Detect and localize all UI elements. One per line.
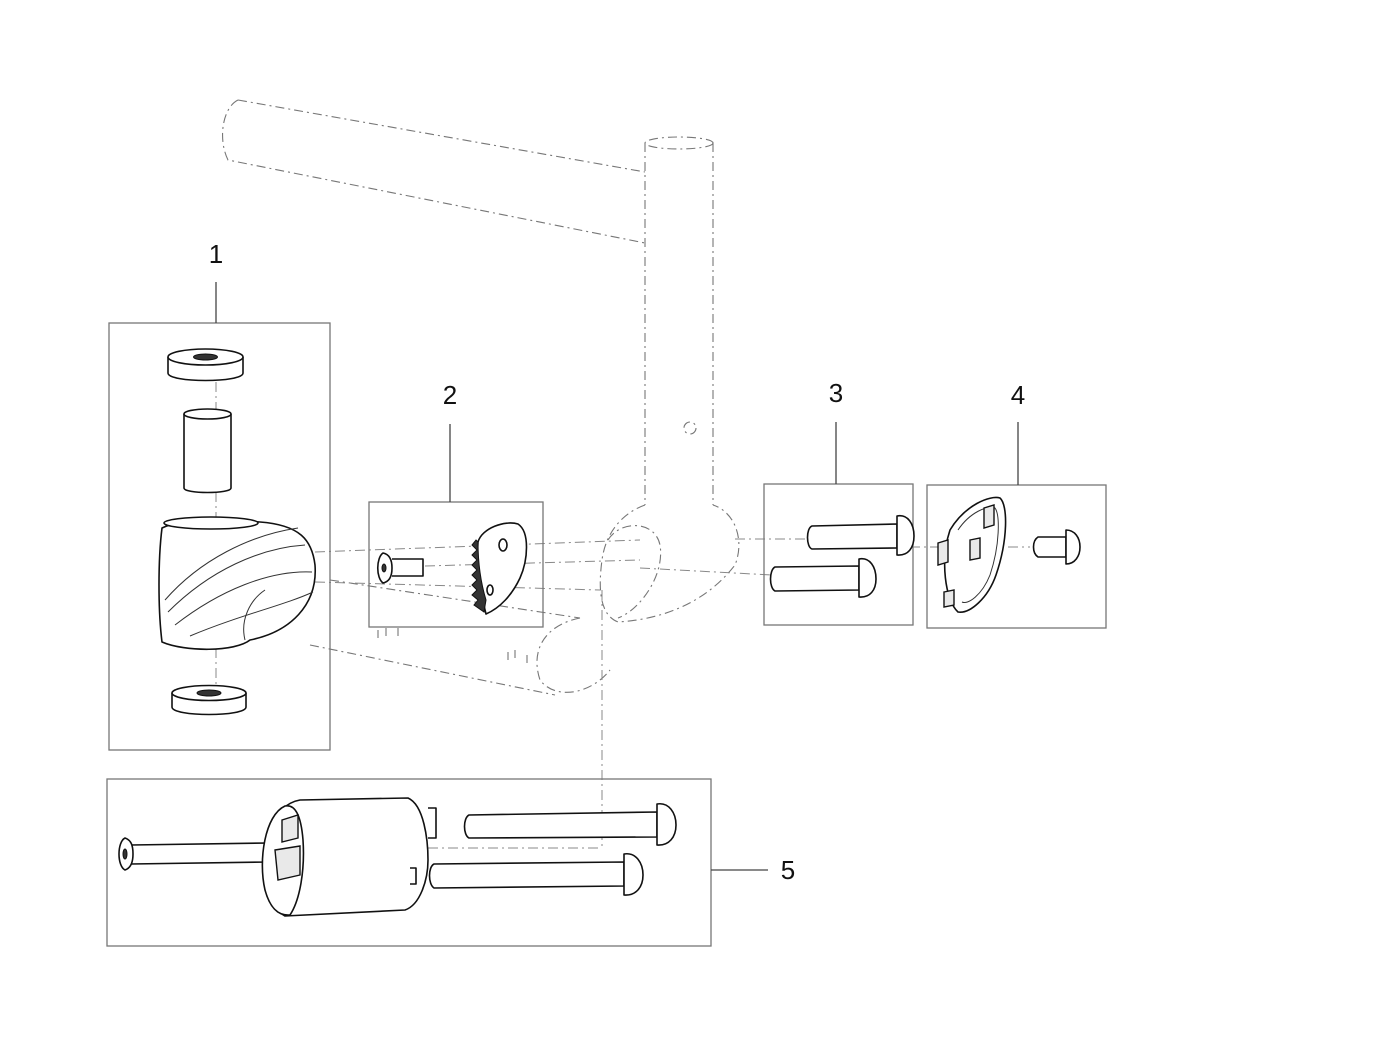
long-bolt-upper [463,803,677,846]
callout-5: 5 [781,855,795,885]
long-countersunk-screw [118,837,269,871]
arm-block [261,797,437,917]
alignment-lines [215,382,1030,849]
callout-2: 2 [443,380,457,410]
pivot-housing [158,516,316,651]
clip-cap [937,496,1007,613]
group-5-box [106,778,712,947]
countersunk-screw [376,552,424,584]
dome-bolt-lower [769,557,877,598]
toothed-plate [471,522,528,615]
group-1-box [108,322,331,751]
group-3-box [763,483,914,626]
bearing-bottom [171,684,247,716]
bearing-top [167,348,244,382]
callout-4: 4 [1011,380,1025,410]
group-2-box [368,501,544,628]
dome-bolt-upper [806,514,915,556]
callout-1: 1 [209,239,223,269]
group-4-box [926,484,1107,629]
small-countersunk-screw [1032,529,1081,565]
frame-ghost-outline [222,99,740,696]
callout-leaders [215,282,1019,871]
long-bolt-lower [428,853,644,896]
callout-3: 3 [829,378,843,408]
spacer-tube [183,408,232,494]
